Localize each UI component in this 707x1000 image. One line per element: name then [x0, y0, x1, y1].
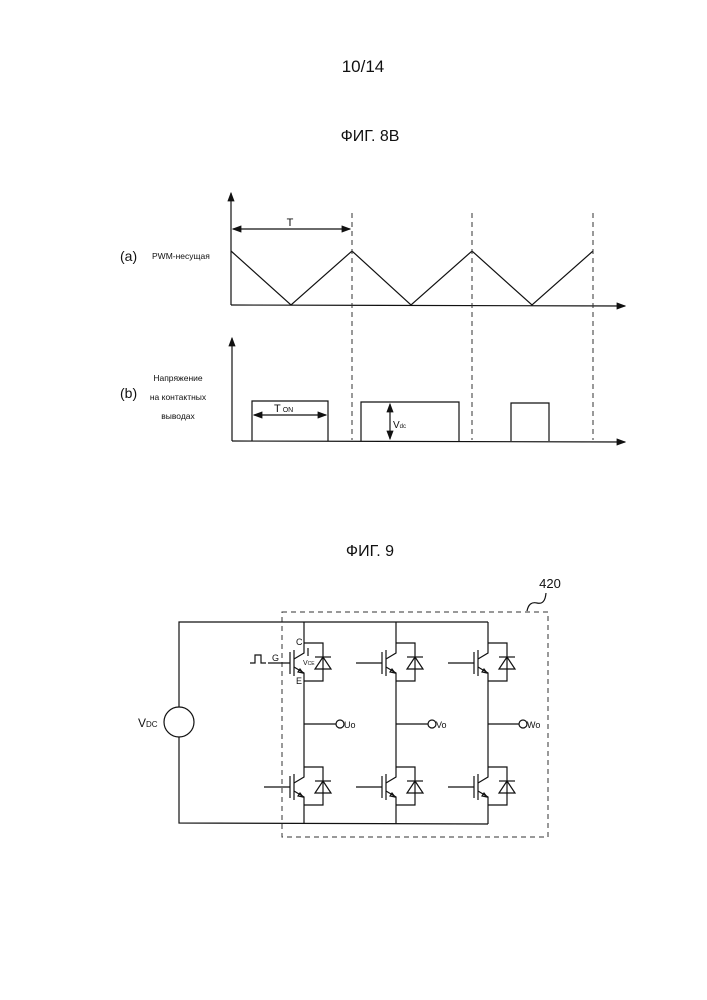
- igbt-emitter: [478, 667, 488, 724]
- vdc-label: Vdc: [393, 420, 406, 431]
- ref-number: 420: [539, 576, 561, 591]
- output-terminal: [428, 720, 436, 728]
- ref-leader: [527, 593, 546, 611]
- igbt-emitter: [386, 667, 396, 724]
- output-label-w: Wo: [527, 720, 540, 730]
- triangle-carrier-wave: [231, 251, 593, 305]
- b-x-axis: [232, 441, 625, 442]
- dc-source-symbol: [164, 707, 194, 737]
- gate-pulse-icon: [250, 655, 266, 663]
- igbt-collector: [478, 724, 488, 783]
- terminal-voltage-plot: TON Vdc (b) Напряжение на контактных выв…: [120, 338, 625, 442]
- inverter-circuit: VDC G C E VCE Uo Vo Wo: [138, 622, 540, 824]
- igbt-collector: [294, 724, 304, 783]
- b-label-line: выводах: [161, 411, 195, 421]
- gate-label: G: [272, 653, 279, 663]
- output-label-v: Vo: [436, 720, 447, 730]
- vce-label: VCE: [303, 660, 315, 667]
- a-label: PWM-несущая: [152, 251, 210, 261]
- output-terminal: [336, 720, 344, 728]
- emitter-label: E: [296, 676, 302, 686]
- dc-negative-bus: [179, 737, 488, 824]
- a-tag: (a): [120, 248, 137, 264]
- b-tag: (b): [120, 385, 137, 401]
- pulse: [511, 403, 549, 441]
- output-label-u: Uo: [344, 720, 356, 730]
- page-number: 10/14: [342, 57, 385, 76]
- carrier-waveform-plot: T (a) PWM-несущая: [120, 193, 625, 306]
- igbt-collector: [386, 622, 396, 659]
- dc-positive-bus: [179, 622, 488, 707]
- source-label: VDC: [138, 716, 158, 730]
- output-terminal: [519, 720, 527, 728]
- b-label-line: Напряжение: [153, 373, 203, 383]
- b-label-line: на контактных: [150, 392, 207, 402]
- igbt-collector: [478, 622, 488, 659]
- collector-label: C: [296, 637, 303, 647]
- a-x-axis: [231, 305, 625, 306]
- ton-label: TON: [274, 403, 293, 415]
- pulse: [361, 402, 459, 441]
- fig8b-title: ФИГ. 8B: [341, 128, 400, 145]
- igbt-collector: [386, 724, 396, 783]
- fig9-title: ФИГ. 9: [346, 543, 394, 560]
- period-label: T: [287, 217, 294, 229]
